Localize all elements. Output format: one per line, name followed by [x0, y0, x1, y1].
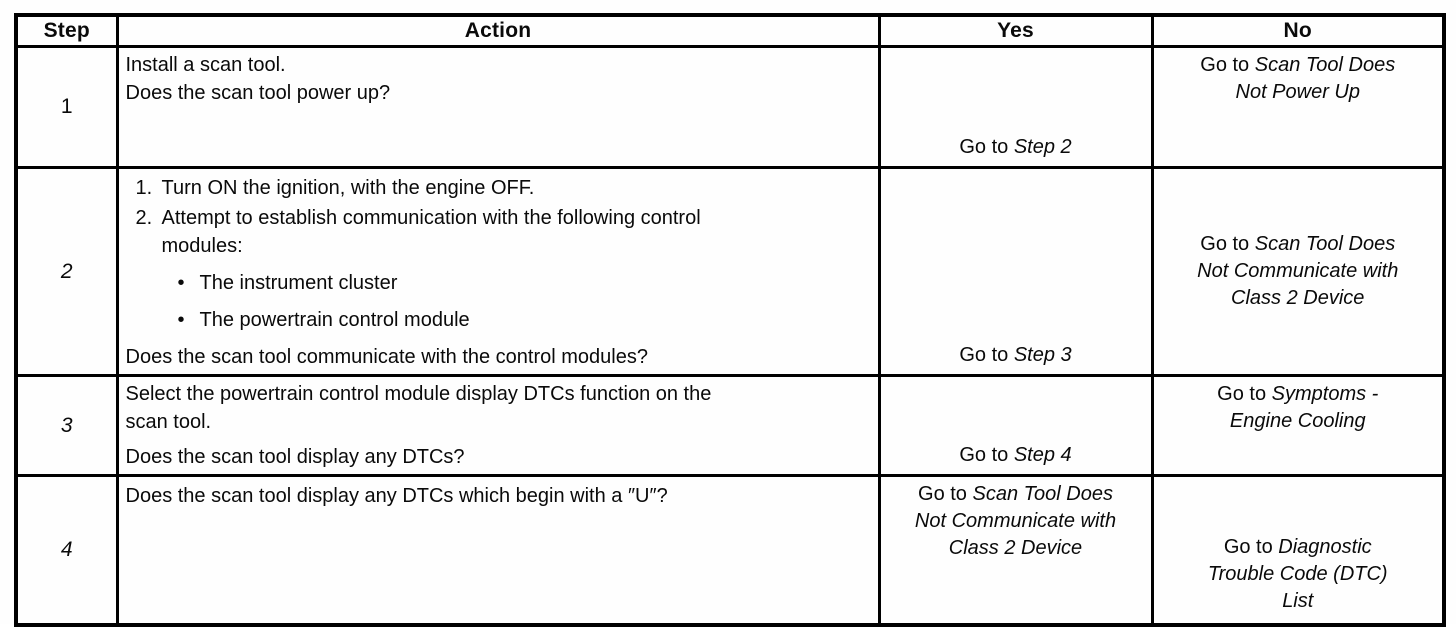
goto-prefix: Go to [959, 444, 1009, 466]
no-cell: Go to Symptoms - Engine Cooling [1150, 374, 1446, 477]
goto-prefix: Go to [1200, 54, 1250, 76]
goto-target: Step 4 [1013, 444, 1072, 466]
action-question: Does the scan tool power up? [125, 82, 391, 104]
goto-target: Step 2 [1013, 136, 1072, 158]
goto-prefix: Go to [1223, 535, 1273, 558]
goto-target: Not Power Up [1235, 81, 1361, 103]
table-row-step-1: 1 Install a scan tool. Does the scan too… [14, 45, 1446, 169]
goto-target: Step 3 [1013, 344, 1072, 366]
table-row-step-3: 3 Select the powertrain control module d… [14, 374, 1446, 477]
bullet-text: The powertrain control module [199, 309, 470, 331]
goto-target: Not Communicate with [1197, 260, 1399, 282]
bullet-icon: • [177, 272, 185, 294]
item-number: 2. [135, 207, 153, 229]
bullet-item: • The powertrain control module [178, 306, 870, 334]
goto-target: Engine Cooling [1229, 410, 1366, 432]
goto-prefix: Go to [959, 344, 1009, 366]
no-cell: Go to Scan Tool Does Not Power Up [1150, 45, 1446, 169]
action-cell: Does the scan tool display any DTCs whic… [115, 474, 881, 626]
step-number: 3 [14, 374, 119, 477]
goto-target: Scan Tool Does [1254, 54, 1396, 76]
column-header-step: Step [14, 13, 119, 48]
bullet-icon: • [177, 309, 185, 331]
goto-target: Trouble Code (DTC) [1207, 562, 1388, 585]
goto-prefix: Go to [1217, 383, 1267, 405]
step-number: 1 [14, 45, 119, 169]
column-header-no: No [1150, 13, 1446, 48]
goto-target: Scan Tool Does [972, 483, 1113, 505]
bullet-text: The instrument cluster [199, 272, 398, 294]
action-question: Does the scan tool communicate with the … [125, 346, 649, 368]
no-cell: Go to Diagnostic Trouble Code (DTC) List [1150, 474, 1446, 626]
column-header-yes: Yes [877, 13, 1154, 48]
numbered-item: 1. Turn ON the ignition, with the engine… [136, 174, 870, 202]
action-text: Install a scan tool. [125, 54, 286, 76]
goto-target: Diagnostic [1278, 535, 1372, 558]
item-text: Turn ON the ignition, with the engine OF… [161, 177, 535, 199]
action-question: Does the scan tool display any DTCs whic… [125, 485, 668, 507]
action-question: Does the scan tool display any DTCs? [125, 446, 465, 468]
action-cell: 1. Turn ON the ignition, with the engine… [115, 166, 881, 377]
goto-prefix: Go to [959, 136, 1009, 158]
step-number: 2 [14, 166, 119, 377]
bullet-item: • The instrument cluster [178, 269, 870, 297]
item-text: Attempt to establish communication with … [161, 207, 701, 257]
goto-target: Class 2 Device [1231, 287, 1365, 309]
yes-cell: Go to Scan Tool Does Not Communicate wit… [877, 474, 1154, 626]
item-number: 1. [135, 177, 153, 199]
yes-cell: Go to Step 2 [877, 45, 1154, 169]
action-cell: Install a scan tool. Does the scan tool … [115, 45, 881, 169]
yes-cell: Go to Step 3 [877, 166, 1154, 377]
no-cell: Go to Scan Tool Does Not Communicate wit… [1150, 166, 1446, 377]
goto-prefix: Go to [918, 483, 967, 505]
column-header-action: Action [115, 13, 881, 48]
step-number: 4 [14, 474, 119, 626]
goto-target: Scan Tool Does [1254, 233, 1396, 255]
goto-prefix: Go to [1200, 233, 1250, 255]
yes-cell: Go to Step 4 [877, 374, 1154, 477]
action-text: Select the powertrain control module dis… [125, 383, 712, 433]
diagnostic-table: Step Action Yes No 1 Install a scan tool… [14, 13, 1446, 627]
table-row-step-4: 4 Does the scan tool display any DTCs wh… [14, 474, 1446, 626]
numbered-item: 2. Attempt to establish communication wi… [136, 204, 870, 260]
goto-target: Class 2 Device [948, 537, 1083, 559]
header-row: Step Action Yes No [14, 13, 1446, 48]
action-cell: Select the powertrain control module dis… [115, 374, 881, 477]
table-row-step-2: 2 1. Turn ON the ignition, with the engi… [14, 166, 1446, 377]
goto-target: List [1282, 589, 1314, 612]
goto-target: Symptoms - [1271, 383, 1379, 405]
goto-target: Not Communicate with [914, 510, 1117, 532]
